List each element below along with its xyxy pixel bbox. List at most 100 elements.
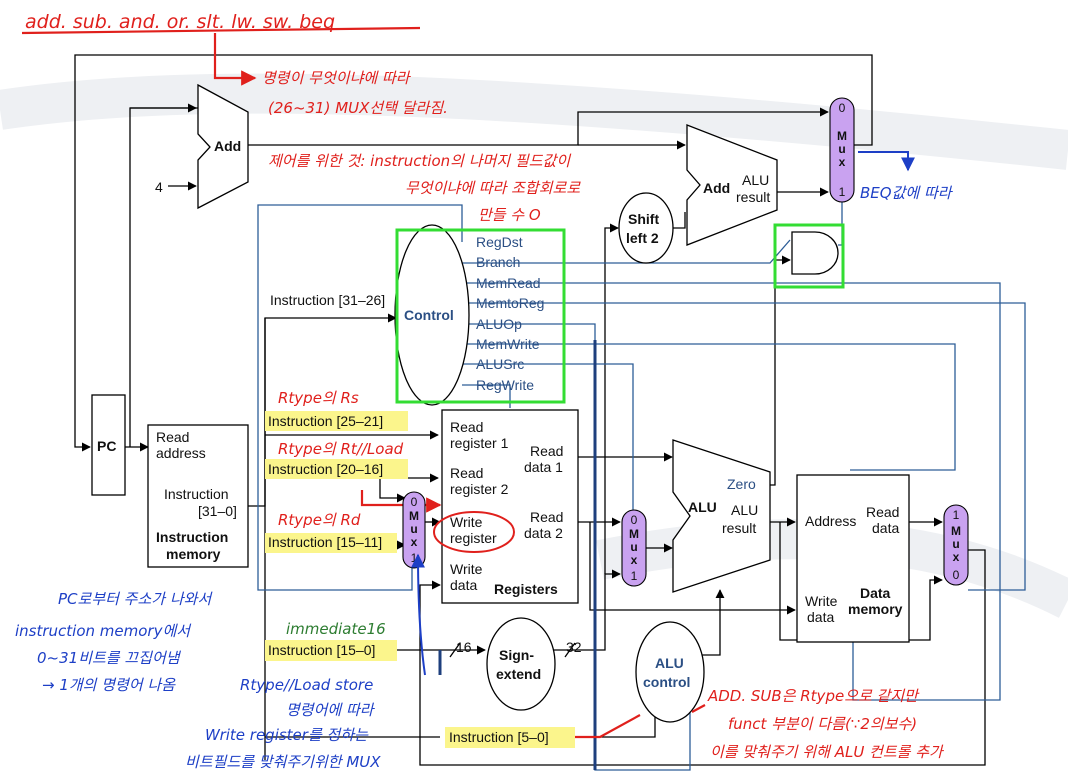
data-memory <box>796 474 910 643</box>
control-signals: RegDstBranchMemReadMemtoRegALUOpMemWrite… <box>476 234 544 393</box>
control-highlight-box <box>395 228 566 404</box>
annotation-regdst-3: Write register를 정하는 <box>205 726 369 744</box>
reg-rdata2-a: Read <box>530 509 563 525</box>
annotation-pc-2: instruction memory에서 <box>15 622 192 640</box>
pc-source-mux-glyph: 0 <box>839 101 846 115</box>
beq-arrow <box>858 151 915 172</box>
instr-15-11-label: Instruction [15–11] <box>268 534 382 550</box>
imem-instruction: Instruction <box>164 486 229 502</box>
instr-15-11-highlight <box>265 533 397 553</box>
imem-read: Read <box>156 429 189 445</box>
reg-read1-a: Read <box>450 419 483 435</box>
annotation-mux-1: 명령이 무엇이냐에 따라 <box>262 69 412 87</box>
control-signal-memread: MemRead <box>476 275 541 291</box>
pc-adder <box>197 83 249 210</box>
imem-title-1: Instruction <box>156 529 228 545</box>
annotation-rtype-rt: Rtype의 Rt//Load <box>278 440 404 458</box>
branch-adder-alu: ALU <box>742 172 769 188</box>
shift-label-1: Shift <box>628 211 659 227</box>
annotation-immediate: immediate16 <box>286 620 386 638</box>
instr-5-0-highlight <box>445 727 575 748</box>
pc-register <box>91 394 126 496</box>
aluctl-red-pointer <box>691 704 706 713</box>
instr-15-0-label: Instruction [15–0] <box>268 642 375 658</box>
control-signal-memtoreg: MemtoReg <box>476 295 544 311</box>
annotation-rtype-rs: Rtype의 Rs <box>278 389 359 407</box>
alusrc-mux-glyph: u <box>630 540 637 554</box>
alu-result-b: result <box>722 520 756 536</box>
instruction-memory <box>147 424 249 568</box>
memtoreg-mux-body <box>943 504 969 586</box>
reg-wdata-a: Write <box>450 561 483 577</box>
reg-rdata1-b: data 1 <box>524 459 563 475</box>
control-signal-aluop: ALUOp <box>476 316 522 332</box>
regdst-mux-glyph: 1 <box>411 551 418 565</box>
memtoreg-mux-glyph: x <box>953 550 960 564</box>
alusrc-mux-glyph: 1 <box>631 569 638 583</box>
annotation-pc-4: → 1개의 명령어 나옴 <box>42 676 176 694</box>
alusrc-mux-glyph: 0 <box>631 513 638 527</box>
sign-extend <box>486 617 556 711</box>
memtoreg-mux-glyph: M <box>951 524 961 538</box>
annotation-mux-2: (26~31) MUX선택 달라짐. <box>268 99 448 117</box>
imem-address: address <box>156 445 206 461</box>
dmem-read-b: data <box>872 520 899 536</box>
pc-source-mux-body <box>829 97 855 203</box>
annotation-control-3: 만들 수 O <box>478 206 541 224</box>
control-signal-regwrite: RegWrite <box>476 377 534 393</box>
annotation-arrow-mux <box>213 33 257 86</box>
annotation-rtype-rd: Rtype의 Rd <box>278 511 361 529</box>
dmem-title-a: Data <box>860 585 891 601</box>
dmem-write-a: Write <box>805 593 838 609</box>
annotation-opcodes: add. sub. and. or. slt. lw. sw. beq <box>25 11 335 33</box>
alu-label: ALU <box>688 499 717 515</box>
reg-wdata-b: data <box>450 577 477 593</box>
annotation-aluctl-2: funct 부분이 다름(∵2의보수) <box>728 715 917 733</box>
background-swoosh <box>0 73 1068 170</box>
shift-label-2: left 2 <box>626 230 659 246</box>
register-file <box>441 409 579 604</box>
regdst-mux-glyph: 0 <box>411 495 418 509</box>
annotation-aluctl-3: 이를 맞춰주기 위해 ALU 컨트롤 추가 <box>710 743 945 761</box>
branch-adder-label: Add <box>703 180 730 196</box>
control-signal-alusrc: ALUSrc <box>476 356 524 372</box>
control-label: Control <box>404 307 454 323</box>
pc-label: PC <box>97 438 116 454</box>
reg-read2-a: Read <box>450 465 483 481</box>
control-signal-branch: Branch <box>476 254 520 270</box>
annotation-control-2: 무엇이냐에 따라 조합회로로 <box>405 179 581 197</box>
imem-range: [31–0] <box>198 503 237 519</box>
regdst-mux-glyph: M <box>409 509 419 523</box>
reg-rdata1-a: Read <box>530 443 563 459</box>
annotation-regdst-2: 명령어에 따라 <box>286 701 376 719</box>
shift-left-2 <box>618 192 674 264</box>
annotation-regdst-4: 비트필드를 맞춰주기위한 MUX <box>185 753 381 771</box>
and-gate <box>791 231 839 275</box>
reg-rdata2-b: data 2 <box>524 525 563 541</box>
alu-control-b: control <box>643 674 690 690</box>
instr-20-16-label: Instruction [20–16] <box>268 461 383 477</box>
instr-5-0-label: Instruction [5–0] <box>449 729 549 745</box>
control-signal-regdst: RegDst <box>476 234 523 250</box>
alusrc-mux-glyph: x <box>631 553 638 567</box>
alu-result-a: ALU <box>731 502 758 518</box>
reg-read1-b: register 1 <box>450 435 509 451</box>
dmem-address: Address <box>805 513 856 529</box>
control-unit <box>394 224 470 406</box>
instr-25-21-label: Instruction [25–21] <box>268 413 383 429</box>
bits-16: 16 <box>456 639 472 655</box>
alu-control <box>635 621 705 723</box>
dmem-write-b: data <box>807 609 834 625</box>
regdst-mux-body <box>402 491 426 569</box>
reg-read2-b: register 2 <box>450 481 509 497</box>
annotation-pc-3: 0~31비트를 끄집어냄 <box>37 649 182 667</box>
constant-four: 4 <box>155 179 163 195</box>
alusrc-mux-glyph: M <box>629 527 639 541</box>
branch-adder <box>686 124 778 246</box>
